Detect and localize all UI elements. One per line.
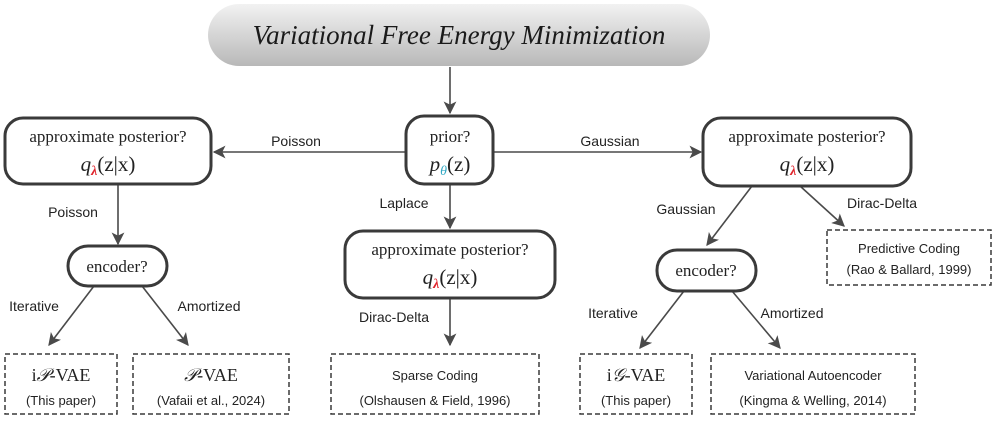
posterior-center-formula: qλ(z|x) xyxy=(423,265,478,292)
igvae-title: i𝒢-VAE xyxy=(607,365,666,385)
leaf-sparse-coding: Sparse Coding (Olshausen & Field, 1996) xyxy=(330,353,540,415)
sparse-title: Sparse Coding xyxy=(392,368,478,383)
sparse-citation: (Olshausen & Field, 1996) xyxy=(359,393,510,408)
label-amortized-right: Amortized xyxy=(760,305,823,321)
edge-encleft-amortized xyxy=(141,285,189,347)
encoder-left-label: encoder? xyxy=(86,257,147,276)
igvae-citation: (This paper) xyxy=(601,393,671,408)
edges xyxy=(48,67,845,350)
leaf-ipvae: i𝒫-VAE (This paper) xyxy=(4,353,118,415)
label-gaussian-top: Gaussian xyxy=(580,133,639,149)
label-iterative-right: Iterative xyxy=(588,305,638,321)
leaf-pvae: 𝒫-VAE (Vafaii et al., 2024) xyxy=(132,353,290,415)
edge-postright-encoder xyxy=(706,185,753,247)
prior-node: prior? pθ(z) xyxy=(404,114,495,186)
pc-title: Predictive Coding xyxy=(858,241,960,256)
vae-citation: (Kingma & Welling, 2014) xyxy=(739,393,886,408)
ipvae-citation: (This paper) xyxy=(26,393,96,408)
label-amortized-left: Amortized xyxy=(177,298,240,314)
leaf-predictive-coding: Predictive Coding (Rao & Ballard, 1999) xyxy=(826,229,992,286)
label-poisson-left: Poisson xyxy=(48,204,98,220)
prior-formula: pθ(z) xyxy=(428,152,471,179)
pvae-title: 𝒫-VAE xyxy=(184,365,238,385)
encoder-node-left: encoder? xyxy=(66,244,169,288)
ipvae-title: i𝒫-VAE xyxy=(32,365,91,385)
posterior-left-formula: qλ(z|x) xyxy=(81,152,136,179)
edge-encright-iterative xyxy=(639,290,685,350)
vae-title: Variational Autoencoder xyxy=(744,368,882,383)
label-iterative-left: Iterative xyxy=(9,298,59,314)
label-gaussian-right: Gaussian xyxy=(656,201,715,217)
prior-label: prior? xyxy=(430,127,471,146)
pc-citation: (Rao & Ballard, 1999) xyxy=(846,262,971,277)
posterior-right-formula: qλ(z|x) xyxy=(780,152,835,179)
label-poisson-top: Poisson xyxy=(271,133,321,149)
title-banner: Variational Free Energy Minimization xyxy=(208,4,710,66)
edge-labels: Poisson Gaussian Laplace Poisson Gaussia… xyxy=(9,133,917,325)
pvae-citation: (Vafaii et al., 2024) xyxy=(157,393,265,408)
edge-encleft-iterative xyxy=(48,285,95,347)
posterior-node-right: approximate posterior? qλ(z|x) xyxy=(701,116,913,188)
posterior-node-left: approximate posterior? qλ(z|x) xyxy=(3,116,213,186)
leaf-igvae: i𝒢-VAE (This paper) xyxy=(579,353,693,415)
posterior-node-center: approximate posterior? qλ(z|x) xyxy=(343,229,557,300)
edge-encright-amortized xyxy=(731,290,781,349)
label-dirac-center: Dirac-Delta xyxy=(359,309,429,325)
label-dirac-right: Dirac-Delta xyxy=(847,195,917,211)
posterior-center-label: approximate posterior? xyxy=(371,240,528,259)
encoder-right-label: encoder? xyxy=(675,261,736,280)
label-laplace: Laplace xyxy=(379,195,428,211)
posterior-left-label: approximate posterior? xyxy=(29,127,186,146)
leaf-vae: Variational Autoencoder (Kingma & Wellin… xyxy=(710,353,916,415)
diagram-title: Variational Free Energy Minimization xyxy=(253,20,666,50)
posterior-right-label: approximate posterior? xyxy=(728,127,885,146)
edge-postright-pc xyxy=(799,185,845,227)
encoder-node-right: encoder? xyxy=(655,248,758,293)
